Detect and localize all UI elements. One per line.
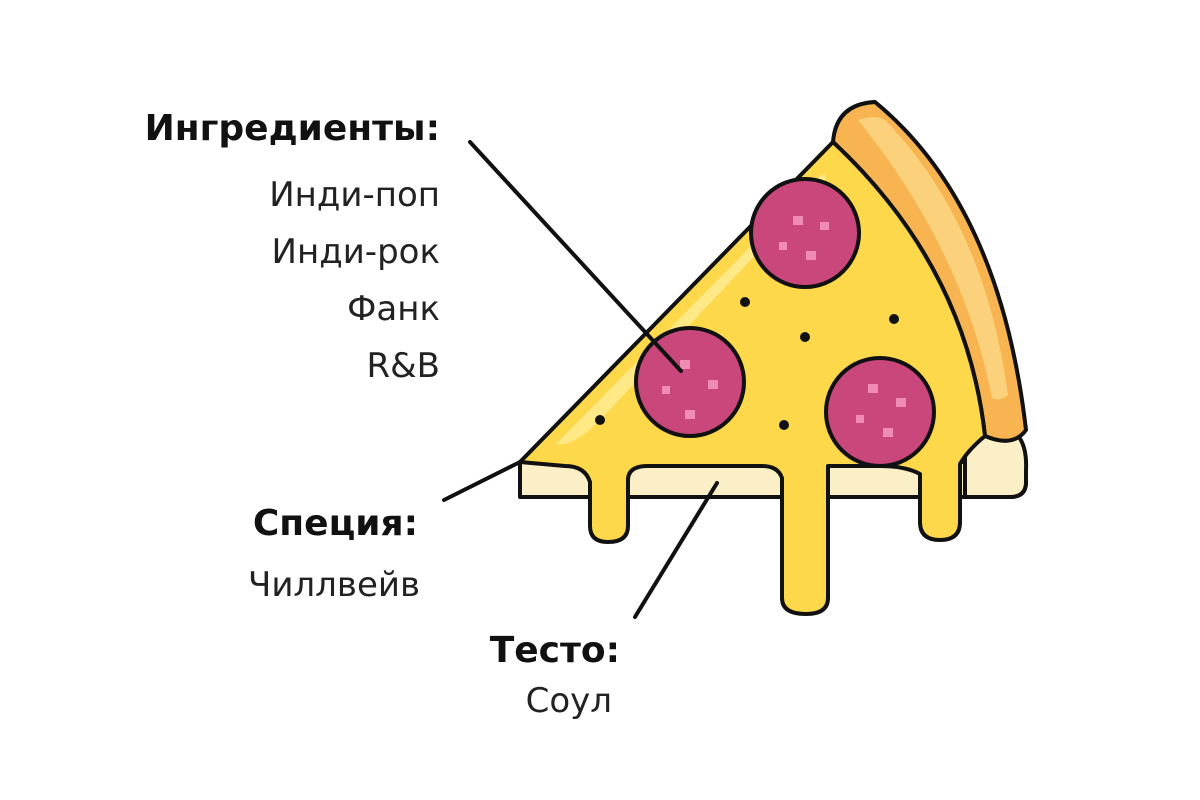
- ingredients-heading: Ингредиенты:: [145, 108, 440, 149]
- crust-highlight: [858, 117, 1008, 400]
- dough-connector: [633, 481, 719, 619]
- ingredients-item: Инди-поп: [269, 175, 440, 215]
- pizza-slice-icon: [518, 100, 1029, 616]
- cheese: [518, 140, 987, 616]
- pepperoni-icon: [824, 356, 936, 468]
- pepperoni-icon: [634, 326, 746, 438]
- dough-label: Тесто: Соул: [490, 630, 620, 721]
- ingredients-item: R&B: [367, 346, 440, 386]
- pepperoni-icon: [749, 177, 861, 289]
- ingredients-label: Ингредиенты: Инди-поп Инди-рок Фанк R&B: [145, 108, 440, 386]
- ingredients-connector: [468, 140, 683, 373]
- ingredients-item: Фанк: [347, 289, 440, 329]
- herb-dots: [595, 297, 899, 430]
- ingredients-item: Инди-рок: [272, 232, 440, 272]
- dough-heading: Тесто:: [490, 630, 620, 671]
- spice-heading: Специя:: [253, 503, 418, 544]
- spice-connector: [442, 460, 522, 502]
- spice-label: Специя: Чиллвейв: [248, 503, 420, 605]
- dough-item: Соул: [526, 681, 612, 721]
- spice-item: Чиллвейв: [248, 565, 420, 605]
